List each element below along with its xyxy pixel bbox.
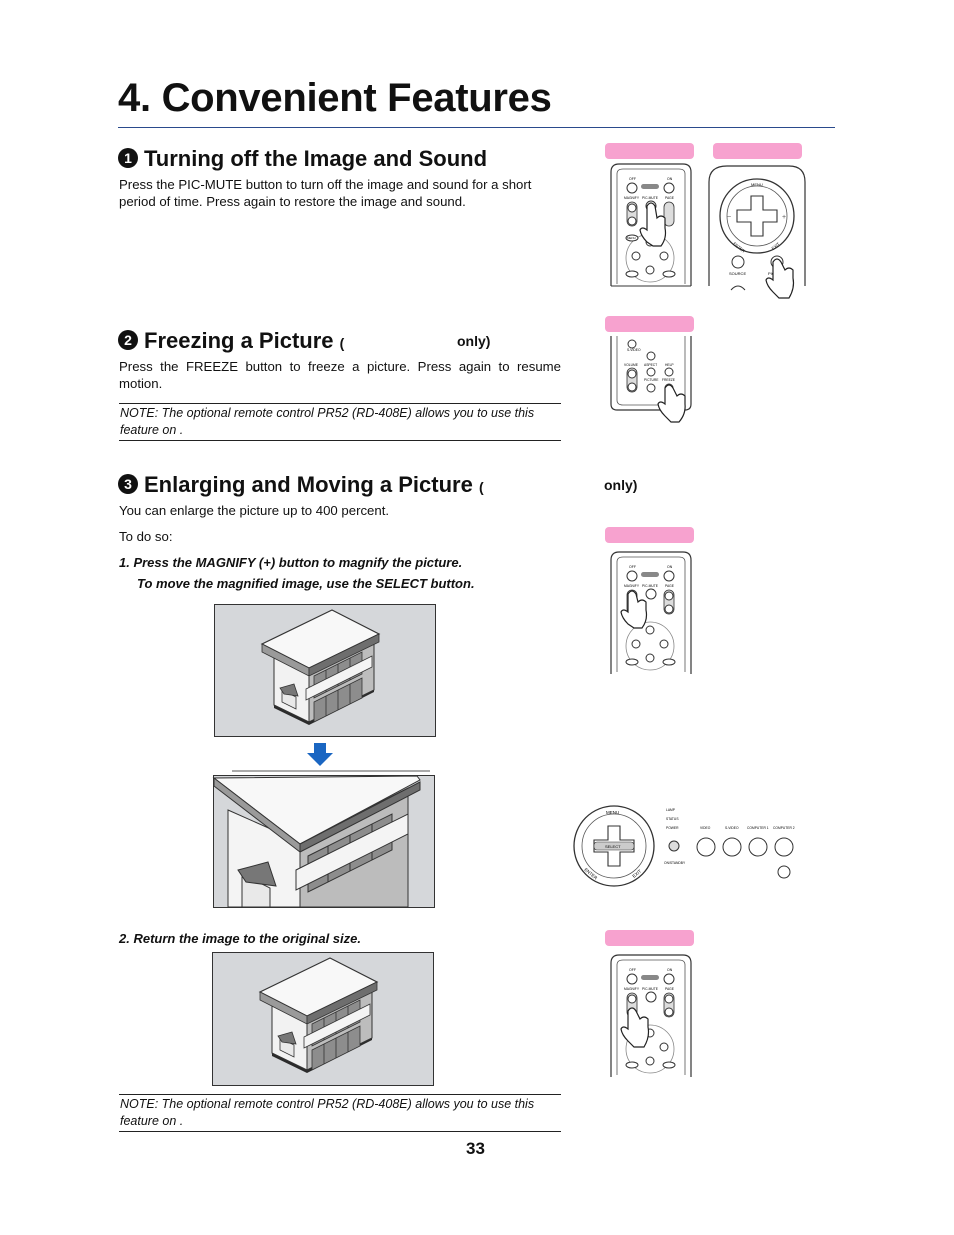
section-2-qualifier-open: ( [339, 335, 345, 351]
house-image-original [214, 604, 436, 737]
section-1-number: 1 [118, 148, 138, 168]
pink-label-bar [605, 930, 694, 946]
title-rule [118, 127, 835, 128]
remote-label-picture: PICTURE [644, 378, 659, 382]
section-2-heading: 2 Freezing a Picture ( [118, 328, 344, 354]
remote-label-pic-mute: PIC-MUTE [642, 584, 659, 588]
remote-label-magnify: MAGNIFY [624, 196, 640, 200]
section-3-qualifier-open: ( [478, 479, 484, 495]
step-1-line-1: 1. Press the MAGNIFY (+) button to magni… [119, 555, 463, 570]
remote-label-source: SOURCE [729, 271, 746, 276]
down-arrow-icon [307, 743, 333, 766]
panel-label-menu: MENU [606, 810, 619, 815]
remote-label-volume: VOLUME [624, 363, 639, 367]
panel-label-power: POWER [666, 826, 679, 830]
section-2-qualifier-close: only) [457, 333, 491, 349]
section-3-qualifier-close: only) [604, 477, 638, 493]
panel-label-on-standby: ON/STANDBY [664, 861, 686, 865]
remote-label-magnify: MAGNIFY [624, 584, 640, 588]
remote-label-on: ON [667, 177, 673, 181]
section-2-note: NOTE: The optional remote control PR52 (… [119, 403, 561, 441]
panel-label-video: VIDEO [700, 826, 711, 830]
panel-label-computer2: COMPUTER 2 [773, 826, 795, 830]
remote-label-menu: MENU [751, 182, 763, 187]
panel-label-status: STATUS [666, 817, 679, 821]
section-1-body: Press the PIC-MUTE button to turn off th… [119, 177, 532, 209]
remote-label-on: ON [667, 968, 673, 972]
remote-label-on: ON [667, 565, 673, 569]
remote-illustration-magnify-plus: OFF ON MAGNIFY PIC-MUTE PAGE [610, 551, 692, 674]
minus-icon: – [727, 213, 731, 220]
pink-label-bar [605, 143, 694, 159]
panel-label-exit: EXIT [631, 868, 642, 878]
remote-label-magnify: MAGNIFY [624, 987, 640, 991]
panel-label-lamp: LAMP [666, 808, 676, 812]
section-1-title: Turning off the Image and Sound [144, 146, 488, 171]
remote-label-off: OFF [629, 177, 636, 181]
step-1-line-2: To move the magnified image, use the SEL… [137, 576, 475, 591]
house-image-restored [212, 952, 434, 1086]
section-3-to-do: To do so: [119, 529, 173, 544]
remote-label-page: PAGE [665, 987, 675, 991]
remote-label-s-video: S-VIDEO [627, 348, 641, 352]
section-3-number: 3 [118, 474, 138, 494]
remote-label-off: OFF [629, 565, 636, 569]
section-3-intro: You can enlarge the picture up to 400 pe… [119, 503, 390, 518]
remote-illustration-magnify-minus: OFF ON MAGNIFY PIC-MUTE PAGE [610, 954, 692, 1077]
remote-label-off: OFF [629, 968, 636, 972]
house-image-magnified [212, 770, 435, 908]
remote-label-pic-mute: PIC-MUTE [642, 987, 659, 991]
section-1-heading: 1 Turning off the Image and Sound [118, 146, 487, 172]
section-3-note: NOTE: The optional remote control PR52 (… [119, 1094, 561, 1132]
remote-label-aspect: ASPECT [644, 363, 657, 367]
pink-label-bar [713, 143, 802, 159]
remote-label-page: PAGE [665, 196, 675, 200]
panel-label-select: SELECT [605, 844, 621, 849]
section-3-title: Enlarging and Moving a Picture [144, 472, 473, 497]
section-2-title: Freezing a Picture [144, 328, 334, 353]
section-2-number: 2 [118, 330, 138, 350]
remote-illustration-freeze: S-VIDEO VOLUME ASPECT HELP PICTURE FREEZ… [610, 336, 692, 423]
panel-label-s-video: S-VIDEO [725, 826, 739, 830]
pink-label-bar [605, 527, 694, 543]
section-2-body: Press the FREEZE button to freeze a pict… [119, 359, 561, 391]
page-number: 33 [466, 1139, 485, 1158]
page-title: 4. Convenient Features [118, 76, 552, 120]
remote-illustration-alt: MENU ENTER EXIT – + SOURCE PIC-MUTE [708, 165, 806, 299]
remote-label-help: HELP [665, 363, 674, 367]
panel-label-computer1: COMPUTER 1 [747, 826, 769, 830]
remote-label-menu: MENU [627, 236, 636, 240]
remote-illustration-pic-mute: OFF ON MAGNIFY PIC-MUTE PAGE MENU [610, 163, 692, 287]
remote-label-page: PAGE [665, 584, 675, 588]
pink-label-bar [605, 316, 694, 332]
section-3-heading: 3 Enlarging and Moving a Picture ( [118, 472, 484, 498]
plus-icon: + [782, 214, 786, 221]
remote-label-freeze: FREEZE [662, 378, 676, 382]
step-2-text: 2. Return the image to the original size… [119, 931, 361, 946]
projector-control-panel: SELECT MENU ENTER EXIT LAMP STATUS POWER… [573, 805, 795, 887]
remote-label-pic-mute: PIC-MUTE [642, 196, 659, 200]
remote-label-exit: EXIT [770, 241, 780, 251]
